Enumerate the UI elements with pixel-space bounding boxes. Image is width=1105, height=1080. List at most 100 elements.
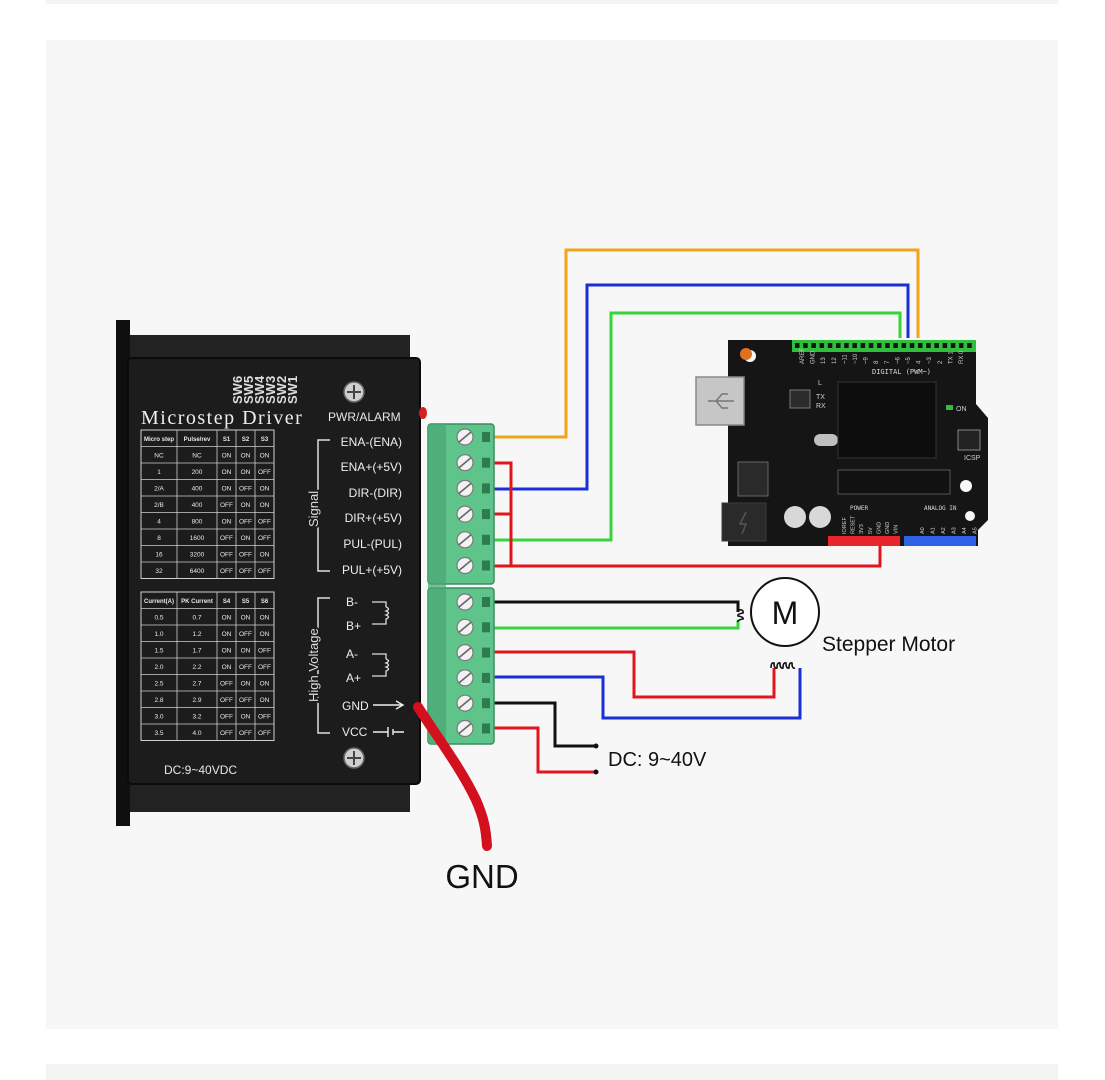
terminal-socket (482, 698, 490, 709)
terminal-label-b-plus: B+ (346, 619, 361, 633)
terminal-label-a-minus: A- (346, 647, 358, 661)
table-cell: ON (260, 614, 270, 621)
screw-icon (343, 747, 365, 769)
wire-a-plus (492, 668, 802, 720)
table-cell: 3.5 (154, 730, 163, 737)
table-cell: ON (241, 713, 251, 720)
screen-print-area (837, 381, 937, 459)
terminal-screw-icon (456, 428, 474, 446)
motor-label: Stepper Motor (822, 633, 955, 656)
table-cell: ON (222, 518, 232, 525)
table-cell: 3.2 (192, 713, 201, 720)
table-cell: ON (241, 535, 251, 542)
terminal-socket (482, 483, 490, 494)
header-pin (860, 343, 866, 348)
switch-labels: SW6 SW5 SW4 SW3 SW2 SW1 (230, 375, 300, 404)
top-strip (46, 0, 1058, 4)
terminal-socket (482, 534, 490, 545)
coil-icon (372, 653, 390, 677)
gnd-arrow-icon (373, 700, 405, 710)
table-cell: OFF (239, 485, 252, 492)
table-cell: OFF (258, 469, 271, 476)
header-pin (877, 343, 882, 348)
table-cell: 2.7 (192, 680, 201, 687)
table-cell: ON (222, 614, 232, 621)
driver-heatsink-top (130, 335, 410, 361)
table-cell: OFF (220, 551, 233, 558)
digital-pin-label: ~3 (927, 356, 933, 364)
table-cell: NC (154, 452, 164, 459)
switch-label: SW2 (274, 376, 289, 404)
terminal-screw-icon (456, 454, 474, 472)
table-cell: 8 (157, 535, 161, 542)
table-cell: OFF (220, 730, 233, 737)
wire-vcc-dc (492, 726, 594, 774)
table-cell: OFF (258, 730, 271, 737)
table-header-cell: S5 (242, 599, 250, 605)
table-cell: 1.7 (192, 647, 201, 654)
terminal-label-pul-plus: PUL+(+5V) (342, 563, 402, 577)
table-cell: OFF (220, 697, 233, 704)
table-cell: 2.0 (154, 664, 163, 671)
power-pin-label: 3V3 (859, 524, 865, 534)
digital-pin-label: AREF (800, 348, 806, 364)
terminal-screw-icon (456, 505, 474, 523)
table-cell: ON (222, 469, 232, 476)
table-cell: 2.9 (192, 697, 201, 704)
header-pin (959, 343, 964, 348)
capacitor-icon (784, 506, 806, 528)
signal-label: Signal (306, 491, 321, 527)
motor-coil-b-icon (737, 609, 744, 623)
analog-header (904, 536, 976, 546)
terminal-label-b-minus: B- (346, 595, 358, 609)
table-cell: 200 (192, 469, 203, 476)
terminal-screw-icon (456, 531, 474, 549)
dc-rating-label: DC:9~40VDC (164, 763, 237, 777)
terminal-label-a-plus: A+ (346, 671, 361, 685)
table-header-cell: S3 (261, 437, 269, 443)
table-cell: NC (192, 452, 202, 459)
vcc-symbol-icon (373, 727, 404, 737)
wires (492, 248, 920, 774)
terminal-socket (482, 432, 490, 442)
table-border (140, 429, 275, 579)
header-pin (852, 343, 857, 348)
terminal-socket (482, 509, 490, 520)
terminal-socket (482, 622, 490, 633)
terminal-label-pul-minus: PUL-(PUL) (343, 537, 402, 551)
table-cell: ON (260, 680, 270, 687)
table-cell: ON (241, 502, 251, 509)
header-pin (819, 343, 825, 348)
signal-terminal-labels: ENA-(ENA) ENA+(+5V) DIR-(DIR) DIR+(+5V) … (341, 435, 402, 577)
digital-pin-label: ~6 (895, 356, 901, 364)
table-header-cell: S1 (223, 437, 231, 443)
switch-label: SW5 (241, 376, 256, 404)
table-cell: 2/B (154, 502, 164, 509)
wire-a-minus (492, 650, 776, 699)
table-cell: 3200 (190, 551, 205, 558)
dc-jack-icon (721, 502, 767, 542)
dc-power-supply: DC: 9~40V (593, 743, 707, 775)
usb-chip-icon (789, 389, 811, 409)
terminal-socket (482, 597, 490, 607)
table-cell: 1.0 (154, 631, 163, 638)
header-pin (942, 343, 948, 348)
analog-pin-label: A4 (962, 527, 968, 534)
header-pin (909, 343, 915, 348)
digital-pin-label: ~9 (864, 356, 870, 364)
on-label: ON (956, 406, 967, 413)
signal-bracket (317, 439, 330, 572)
table-cell: ON (222, 631, 232, 638)
analog-pin-label: A1 (931, 527, 937, 534)
power-pin-label: GND (885, 522, 891, 534)
terminal-socket (482, 560, 490, 571)
screw-icon (343, 381, 365, 403)
terminal-blocks (427, 423, 495, 745)
table-header-cell: S4 (223, 599, 231, 605)
table-cell: 16 (155, 551, 163, 558)
wire-b-minus (492, 600, 740, 612)
terminal-screw-icon (456, 618, 474, 636)
